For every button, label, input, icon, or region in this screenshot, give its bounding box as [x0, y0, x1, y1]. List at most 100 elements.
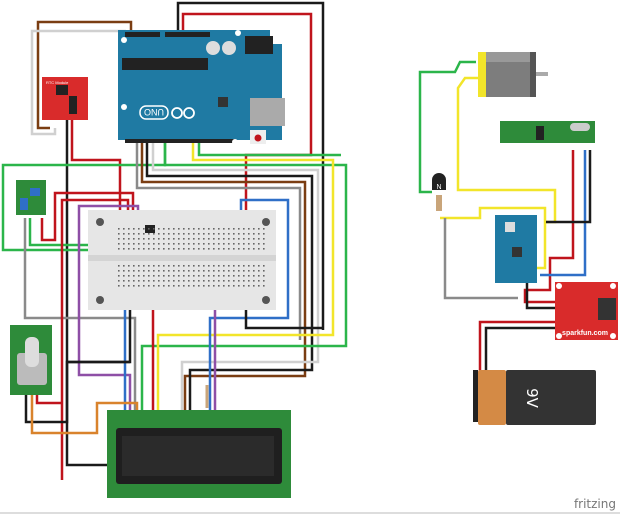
breadboard-hole: [218, 285, 220, 287]
breadboard-hole: [233, 265, 235, 267]
breadboard-hole: [198, 275, 200, 277]
breadboard-hole: [243, 233, 245, 235]
wire-yellow: [456, 76, 557, 224]
breadboard-hole: [183, 285, 185, 287]
breadboard-hole: [223, 270, 225, 272]
lcd-16x2: [107, 410, 291, 498]
breadboard-hole: [133, 248, 135, 250]
wire-red: [35, 395, 62, 405]
breadboard-hole: [208, 270, 210, 272]
breadboard-hole: [233, 280, 235, 282]
breadboard-hole: [118, 285, 120, 287]
breadboard-hole: [173, 238, 175, 240]
breadboard-hole: [258, 265, 260, 267]
breadboard-hole: [248, 243, 250, 245]
breadboard-hole: [213, 243, 215, 245]
breadboard-hole: [193, 285, 195, 287]
breadboard-hole: [183, 238, 185, 240]
uno-label: UNO: [144, 107, 164, 117]
wire-blue: [540, 150, 587, 277]
wire-yellow: [440, 206, 547, 270]
breadboard-hole: [263, 280, 265, 282]
breadboard-hole: [128, 280, 130, 282]
breadboard-hole: [243, 228, 245, 230]
wire-black: [244, 305, 323, 330]
breadboard-hole: [168, 275, 170, 277]
breadboard-hole: [143, 243, 145, 245]
breadboard-hole: [133, 265, 135, 267]
breadboard-hole: [138, 243, 140, 245]
breadboard-hole: [183, 280, 185, 282]
wire-white: [151, 140, 320, 410]
arduino-pro-mini: [495, 215, 537, 283]
breadboard-hole: [193, 270, 195, 272]
fritzing-watermark: fritzing: [573, 497, 616, 511]
breadboard-hole: [213, 280, 215, 282]
breadboard-hole: [218, 228, 220, 230]
breadboard-hole: [208, 243, 210, 245]
breadboard-hole: [148, 228, 150, 230]
breadboard-hole: [233, 228, 235, 230]
breadboard-hole: [128, 248, 130, 250]
breadboard-hole: [188, 238, 190, 240]
breadboard-hole: [163, 275, 165, 277]
wire-orange: [30, 395, 139, 435]
breadboard-hole: [188, 280, 190, 282]
breadboard-hole: [133, 228, 135, 230]
breadboard-hole: [163, 265, 165, 267]
breadboard-hole: [248, 228, 250, 230]
breadboard-hole: [193, 228, 195, 230]
breadboard-hole: [148, 270, 150, 272]
breadboard-hole: [208, 285, 210, 287]
breadboard-hole: [238, 233, 240, 235]
breadboard-hole: [178, 265, 180, 267]
breadboard-hole: [138, 275, 140, 277]
breadboard-hole: [238, 248, 240, 250]
breadboard-hole: [163, 285, 165, 287]
breadboard-hole: [168, 280, 170, 282]
breadboard-hole: [143, 280, 145, 282]
breadboard-hole: [153, 228, 155, 230]
breadboard-hole: [213, 265, 215, 267]
breadboard-hole: [163, 228, 165, 230]
breadboard-hole: [128, 243, 130, 245]
breadboard-hole: [138, 238, 140, 240]
breadboard-hole: [158, 285, 160, 287]
breadboard-hole: [148, 275, 150, 277]
wire-green: [140, 140, 348, 410]
wire-green: [418, 60, 476, 194]
breadboard-hole: [133, 270, 135, 272]
breadboard-hole: [138, 270, 140, 272]
breadboard-hole: [218, 275, 220, 277]
breadboard-hole: [118, 265, 120, 267]
breadboard-hole: [168, 270, 170, 272]
breadboard-hole: [233, 285, 235, 287]
breadboard-hole: [218, 233, 220, 235]
breadboard-hole: [258, 243, 260, 245]
breadboard-hole: [158, 233, 160, 235]
breadboard-hole: [208, 233, 210, 235]
breadboard-hole: [188, 248, 190, 250]
breadboard-hole: [198, 265, 200, 267]
breadboard-hole: [188, 270, 190, 272]
breadboard-hole: [198, 238, 200, 240]
breadboard-hole: [178, 285, 180, 287]
breadboard-hole: [158, 248, 160, 250]
breadboard-hole: [253, 275, 255, 277]
breadboard-hole: [238, 285, 240, 287]
breadboard-hole: [168, 233, 170, 235]
breadboard-hole: [223, 275, 225, 277]
breadboard-hole: [258, 270, 260, 272]
breadboard-hole: [133, 238, 135, 240]
breadboard-hole: [148, 238, 150, 240]
breadboard-hole: [213, 275, 215, 277]
wire-black: [145, 140, 314, 410]
breadboard-hole: [183, 265, 185, 267]
breadboard-hole: [148, 280, 150, 282]
breadboard-hole: [123, 243, 125, 245]
breadboard-hole: [173, 285, 175, 287]
breadboard-hole: [258, 228, 260, 230]
breadboard-hole: [233, 270, 235, 272]
breadboard-hole: [123, 248, 125, 250]
breadboard-hole: [153, 265, 155, 267]
